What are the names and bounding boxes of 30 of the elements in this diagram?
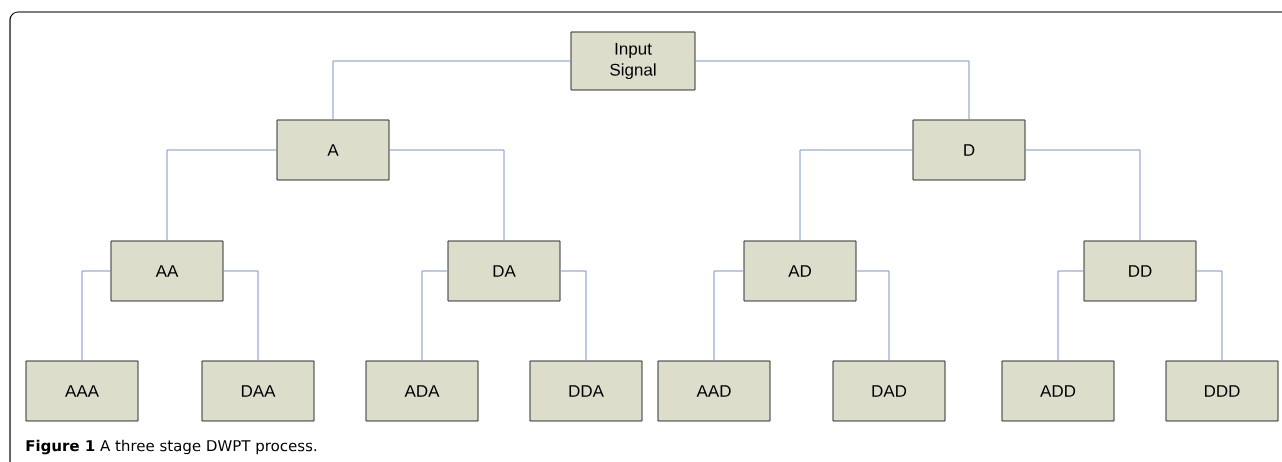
process-box: AA [110, 240, 224, 302]
connector-line [389, 149, 505, 241]
process-box: DDA [529, 360, 643, 422]
process-box: DDD [1165, 360, 1279, 422]
connector-line [799, 149, 913, 241]
connector-line [81, 270, 111, 361]
connector-line [166, 149, 277, 241]
process-box: DD [1083, 240, 1197, 302]
connector-line [1025, 149, 1141, 241]
figure-caption: Figure 1 A three stage DWPT process. [26, 439, 317, 455]
connector-line [856, 270, 890, 361]
connector-line [695, 60, 970, 120]
process-box: AAA [25, 360, 139, 422]
process-box: A [276, 119, 390, 181]
connector-line [421, 270, 448, 361]
process-box: DAD [832, 360, 946, 422]
process-box: DA [447, 240, 561, 302]
process-box: DAA [201, 360, 315, 422]
connector-line [713, 270, 744, 361]
connector-line [223, 270, 259, 361]
process-box: AAD [657, 360, 771, 422]
connector-line [560, 270, 587, 361]
process-box: ADD [1001, 360, 1115, 422]
process-box: D [912, 119, 1026, 181]
process-box: ADA [365, 360, 479, 422]
process-box: AD [743, 240, 857, 302]
connector-line [1196, 270, 1223, 361]
connector-line [332, 60, 571, 120]
connector-line [1057, 270, 1084, 361]
process-box: Input Signal [570, 31, 696, 91]
